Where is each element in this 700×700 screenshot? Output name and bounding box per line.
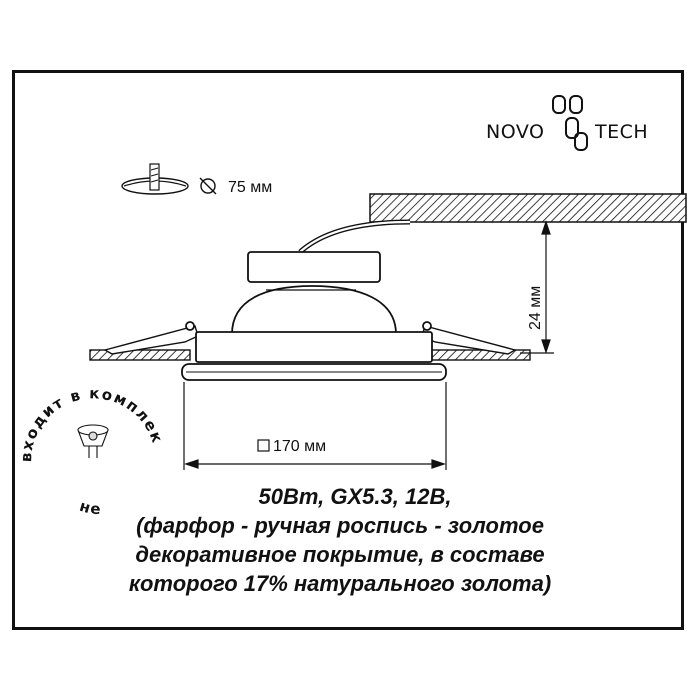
brand-logo: NOVO TECH <box>486 95 648 151</box>
cutout-dimension: 75 мм <box>228 179 272 196</box>
width-dimension-line <box>183 382 447 470</box>
brand-right-text: TECH <box>594 121 648 143</box>
square-icon <box>257 439 270 452</box>
spec-block: 50Вт, GX5.3, 12В, (фарфор - ручная роспи… <box>0 482 680 598</box>
spec-line-3: декоративное покрытие, в составе <box>135 542 545 567</box>
ceiling-hole-icon <box>121 163 189 195</box>
width-dimension: 170 мм <box>273 438 326 455</box>
diagram-frame <box>12 70 684 630</box>
height-dimension-line <box>520 220 554 354</box>
spec-line-1: 50Вт, GX5.3, 12В, <box>258 484 452 509</box>
brand-logo-mark <box>552 95 588 151</box>
badge-text-bottom: не <box>78 497 103 518</box>
mr16-lamp-icon <box>77 424 109 458</box>
spec-line-2: (фарфор - ручная роспись - золотое <box>136 513 544 538</box>
badge-text-top-path: входит в комплект <box>0 0 165 463</box>
fixture-body <box>103 251 517 381</box>
brand-left-text: NOVO <box>486 121 544 143</box>
lamp-not-included-badge: входит в комплект не <box>0 0 167 518</box>
badge-text-bottom-path: не <box>78 497 101 518</box>
height-dimension: 24 мм <box>527 286 544 330</box>
badge-text-top: входит в комплект <box>0 0 167 463</box>
diameter-icon <box>199 177 217 195</box>
ceiling-slab <box>369 193 687 223</box>
spec-line-4: которого 17% натурального золота) <box>128 571 552 596</box>
